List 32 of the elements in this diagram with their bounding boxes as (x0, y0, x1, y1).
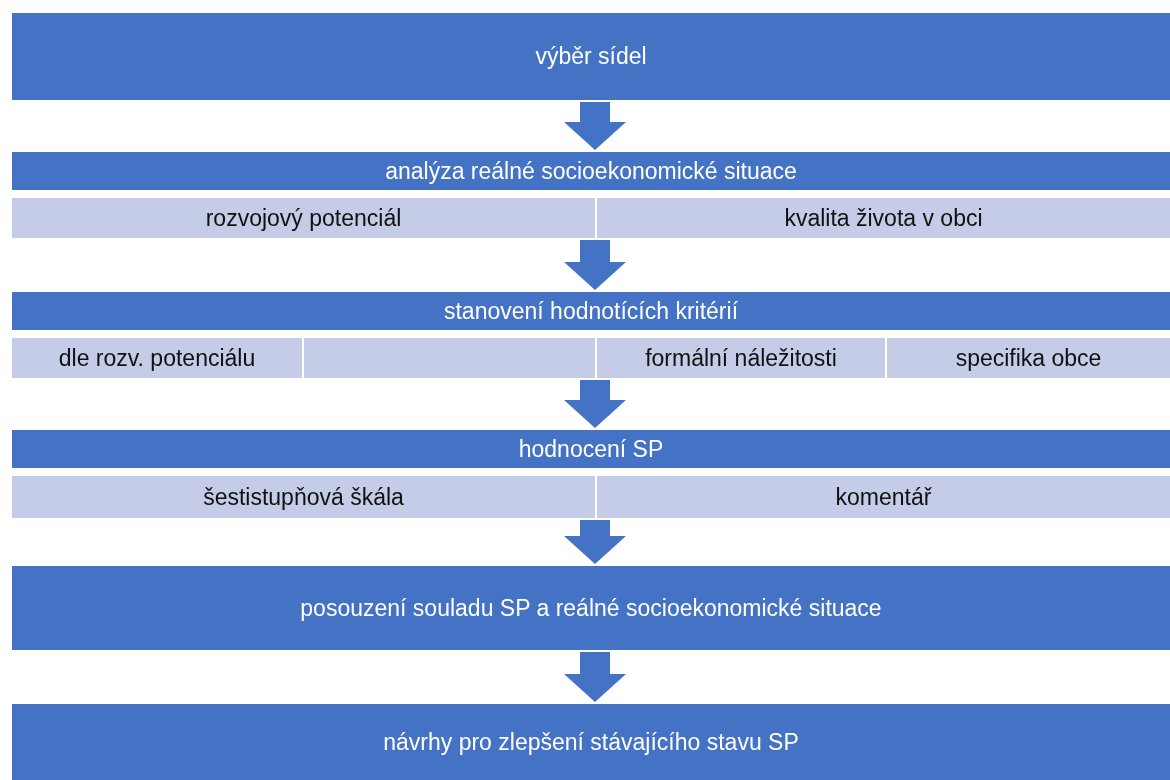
table-cell (597, 198, 1170, 238)
band-heading: hodnocení SP (12, 430, 1170, 468)
arrow (564, 380, 626, 428)
label-text: dle rozv. potenciálu (58, 344, 256, 372)
process-band (12, 152, 1170, 238)
band-heading: stanovení hodnotících kritérií (12, 292, 1170, 330)
label-text: výběr sídel (535, 43, 647, 70)
label-text: specifika obce (955, 344, 1102, 372)
table-cell (304, 338, 595, 378)
table-cell (12, 476, 595, 518)
process-band (12, 430, 1170, 518)
process-box (12, 704, 1170, 780)
label-text: formální náležitosti (645, 344, 837, 372)
arrow (564, 520, 626, 564)
process-band (12, 292, 1170, 378)
label-text: rozvojový potenciál (205, 204, 402, 232)
process-box (12, 13, 1170, 100)
process-box (12, 566, 1170, 650)
table-cell (12, 338, 302, 378)
label-text: komentář (835, 483, 932, 511)
arrow (564, 652, 626, 702)
label-text: posouzení souladu SP a reálné socioekonomické situace (300, 594, 882, 622)
table-cell (597, 338, 885, 378)
label-text: kvalita života v obci (784, 204, 983, 232)
table-cell (12, 198, 595, 238)
label-text: šestistupňová škála (203, 483, 404, 511)
arrow (564, 102, 626, 150)
table-cell (887, 338, 1170, 378)
band-heading: analýza reálné socioekonomické situace (12, 152, 1170, 190)
table-cell (597, 476, 1170, 518)
arrow (564, 240, 626, 290)
label-text: návrhy pro zlepšení stávajícího stavu SP (383, 728, 799, 756)
